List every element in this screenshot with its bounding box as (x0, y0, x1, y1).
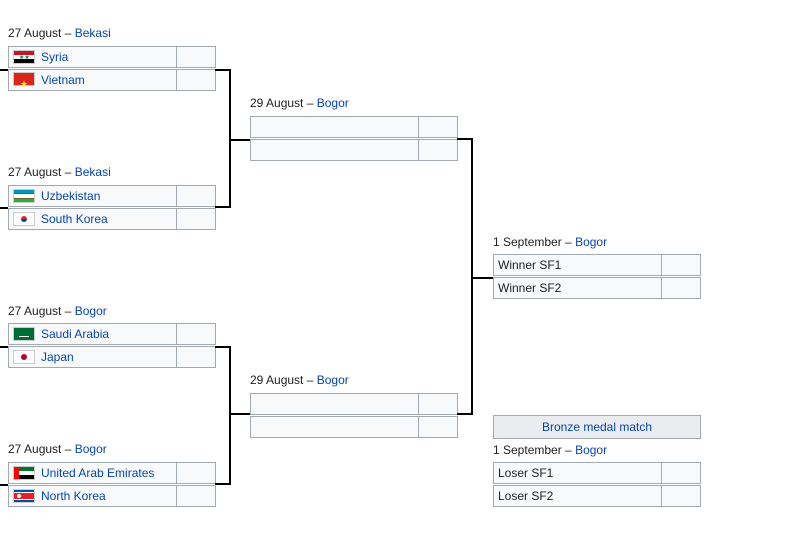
connector-line (0, 69, 8, 71)
team-link-uzbekistan[interactable]: Uzbekistan (41, 189, 101, 203)
saudi-arabia-flag-icon (13, 327, 35, 341)
sf1-team1-score (419, 117, 457, 137)
bronze-team2-row: Loser SF2 (493, 485, 701, 507)
qf4-team2-row: North Korea (8, 485, 216, 507)
final-team2-name: Winner SF2 (494, 278, 662, 298)
qf1-team1-row: ★★ Syria (8, 46, 216, 68)
final-venue-link[interactable]: Bogor (575, 235, 608, 249)
connector-line (229, 69, 231, 208)
qf3-header: 27 August – Bogor (8, 304, 107, 318)
sf2-date: 29 August (250, 373, 304, 387)
connector-line (457, 138, 473, 140)
syria-flag-icon: ★★ (13, 50, 35, 64)
connector-line (215, 346, 231, 348)
sf2-header: 29 August – Bogor (250, 373, 349, 387)
connector-line (215, 483, 231, 485)
bronze-medal-link[interactable]: Bronze medal match (541, 420, 653, 434)
bronze-team1-row: Loser SF1 (493, 462, 701, 484)
bronze-date: 1 September (493, 443, 562, 457)
bronze-venue-link[interactable]: Bogor (575, 443, 608, 457)
connector-line (229, 413, 250, 415)
final-header: 1 September – Bogor (493, 235, 608, 249)
qf2-header: 27 August – Bekasi (8, 165, 111, 179)
final-team1-row: Winner SF1 (493, 254, 701, 276)
connector-line (0, 484, 8, 486)
qf3-venue-link[interactable]: Bogor (74, 304, 107, 318)
vietnam-flag-icon: ★ (13, 72, 35, 89)
qf3-team1-score (177, 324, 215, 344)
sf1-team1-row (250, 116, 458, 138)
sf2-team2-row (250, 416, 458, 438)
qf4-team2-score (177, 486, 215, 506)
sf2-team1-row (250, 393, 458, 415)
sf1-header: 29 August – Bogor (250, 96, 349, 110)
qf1-date: 27 August (8, 26, 62, 40)
qf2-team1-score (177, 186, 215, 206)
bronze-header: 1 September – Bogor (493, 443, 608, 457)
qf4-team1-score (177, 463, 215, 483)
japan-flag-icon (13, 350, 35, 364)
team-link-saudi-arabia[interactable]: Saudi Arabia (41, 327, 110, 341)
sf1-venue-link[interactable]: Bogor (316, 96, 349, 110)
final-team2-score (662, 278, 700, 298)
bronze-team1-name: Loser SF1 (494, 463, 662, 483)
qf4-date: 27 August (8, 442, 62, 456)
qf3-date: 27 August (8, 304, 62, 318)
qf1-team1-score (177, 47, 215, 67)
connector-line (215, 206, 231, 208)
sf2-venue-link[interactable]: Bogor (316, 373, 349, 387)
final-team1-score (662, 255, 700, 275)
qf3-team2-row: Japan (8, 346, 216, 368)
connector-line (0, 207, 8, 209)
team-link-south-korea[interactable]: South Korea (41, 212, 108, 226)
final-team2-row: Winner SF2 (493, 277, 701, 299)
connector-line (471, 277, 493, 279)
qf1-team2-row: ★ Vietnam (8, 69, 216, 91)
uzbekistan-flag-icon (13, 189, 35, 203)
qf3-team2-score (177, 347, 215, 367)
south-korea-flag-icon (13, 212, 35, 226)
final-team1-name: Winner SF1 (494, 255, 662, 275)
team-link-vietnam[interactable]: Vietnam (41, 73, 85, 87)
final-date: 1 September (493, 235, 562, 249)
connector-line (229, 346, 231, 485)
qf4-header: 27 August – Bogor (8, 442, 107, 456)
qf1-team2-score (177, 70, 215, 90)
connector-line (229, 139, 250, 141)
connector-line (457, 413, 473, 415)
connector-line (0, 346, 8, 348)
qf4-venue-link[interactable]: Bogor (74, 442, 107, 456)
sf1-team2-score (419, 140, 457, 160)
team-link-japan[interactable]: Japan (41, 350, 74, 364)
qf2-venue-link[interactable]: Bekasi (74, 165, 111, 179)
bronze-team2-score (662, 486, 700, 506)
qf4-team1-row: United Arab Emirates (8, 462, 216, 484)
qf1-header: 27 August – Bekasi (8, 26, 111, 40)
team-link-north-korea[interactable]: North Korea (41, 489, 106, 503)
qf1-venue-link[interactable]: Bekasi (74, 26, 111, 40)
bronze-team2-name: Loser SF2 (494, 486, 662, 506)
qf2-date: 27 August (8, 165, 62, 179)
team-link-uae[interactable]: United Arab Emirates (41, 466, 155, 480)
qf2-team2-score (177, 209, 215, 229)
north-korea-flag-icon (13, 489, 35, 503)
uae-flag-icon (13, 466, 35, 480)
connector-line (471, 138, 473, 415)
sf1-team2-row (250, 139, 458, 161)
sf2-team1-score (419, 394, 457, 414)
sf2-team2-score (419, 417, 457, 437)
bronze-medal-header: Bronze medal match (493, 415, 701, 439)
connector-line (215, 69, 231, 71)
qf2-team2-row: South Korea (8, 208, 216, 230)
team-link-syria[interactable]: Syria (41, 50, 69, 64)
qf3-team1-row: Saudi Arabia (8, 323, 216, 345)
bronze-team1-score (662, 463, 700, 483)
qf2-team1-row: Uzbekistan (8, 185, 216, 207)
sf1-date: 29 August (250, 96, 304, 110)
